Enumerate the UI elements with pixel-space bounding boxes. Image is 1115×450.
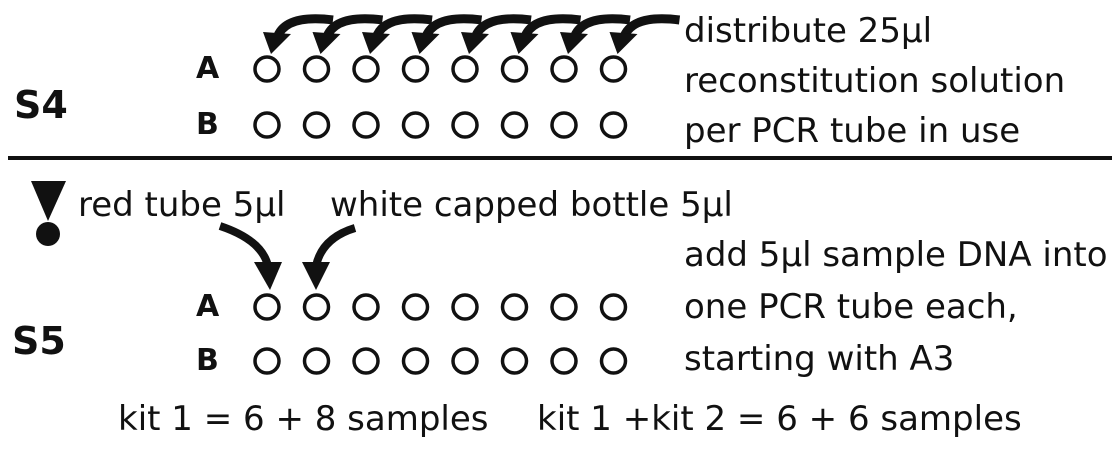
s5-tube-a4 xyxy=(401,293,430,321)
s4-instruction-line-2: reconstitution solution xyxy=(684,61,1066,101)
kit12-note: kit 1 +kit 2 = 6 + 6 samples xyxy=(537,399,1022,439)
s4-tube-b2 xyxy=(302,111,331,139)
s5-tube-b2 xyxy=(302,347,331,375)
s5-tube-a5 xyxy=(451,293,479,321)
red-tube-label: red tube 5µl xyxy=(78,185,286,225)
s4-arrow-3 xyxy=(362,14,433,54)
s4-arrow-8 xyxy=(609,14,681,54)
s5-instruction-line-2: one PCR tube each, xyxy=(684,287,1018,327)
s5-tube-a6 xyxy=(500,293,529,321)
drip-marker-dot xyxy=(36,222,60,246)
s4-tube-a7 xyxy=(550,55,578,83)
s5-tube-b3 xyxy=(352,347,380,375)
s5-tube-b1 xyxy=(253,347,281,375)
s4-arrow-1 xyxy=(263,14,334,54)
s5-tube-b6 xyxy=(500,347,529,375)
s4-tube-b5 xyxy=(451,111,479,139)
s5-instruction-line-1: add 5µl sample DNA into xyxy=(684,235,1108,275)
step-s5-label: S5 xyxy=(12,319,66,363)
s5-tube-b5 xyxy=(451,347,479,375)
s5-instruction-line-3: starting with A3 xyxy=(684,339,955,379)
s4-tube-a8 xyxy=(599,55,628,83)
s4-arrow-6 xyxy=(510,14,582,54)
s5-tube-a3 xyxy=(352,293,380,321)
s5-row-a-label: A xyxy=(196,289,220,324)
s4-tube-a1 xyxy=(253,55,281,83)
s4-tube-a2 xyxy=(302,55,331,83)
s4-row-b-label: B xyxy=(196,107,219,142)
s4-tube-a5 xyxy=(451,55,479,83)
s4-tube-a3 xyxy=(352,55,380,83)
s4-tube-b3 xyxy=(352,111,380,139)
white-bottle-label: white capped bottle 5µl xyxy=(330,185,733,225)
tube-rows xyxy=(253,55,628,375)
white-bottle-arrow xyxy=(302,224,357,290)
s5-tube-b8 xyxy=(599,347,628,375)
s5-tube-a2 xyxy=(302,293,331,321)
s5-row-b-label: B xyxy=(196,343,219,378)
s4-tube-b7 xyxy=(550,111,578,139)
s4-tube-b6 xyxy=(500,111,529,139)
step-s4-label: S4 xyxy=(14,83,68,127)
s4-tube-a4 xyxy=(401,55,430,83)
s4-row-a-label: A xyxy=(196,51,220,86)
s5-tube-a7 xyxy=(550,293,578,321)
s4-tube-b8 xyxy=(599,111,628,139)
s4-arrow-7 xyxy=(560,14,631,54)
s4-arrow-4 xyxy=(411,14,483,54)
s4-tube-b1 xyxy=(253,111,281,139)
s5-tube-a8 xyxy=(599,293,628,321)
s5-tube-b4 xyxy=(401,347,430,375)
kit1-note: kit 1 = 6 + 8 samples xyxy=(118,399,489,439)
s4-tube-b4 xyxy=(401,111,430,139)
distribution-arrows xyxy=(263,14,681,54)
s4-tube-a6 xyxy=(500,55,529,83)
s5-tube-a1 xyxy=(253,293,281,321)
s4-arrow-2 xyxy=(312,14,384,54)
red-tube-arrow xyxy=(218,222,282,290)
s4-instruction-line-1: distribute 25µl xyxy=(684,11,933,51)
s5-tube-b7 xyxy=(550,347,578,375)
drip-marker-triangle xyxy=(31,181,66,221)
s4-arrow-5 xyxy=(461,14,532,54)
s4-instruction-line-3: per PCR tube in use xyxy=(684,111,1021,151)
